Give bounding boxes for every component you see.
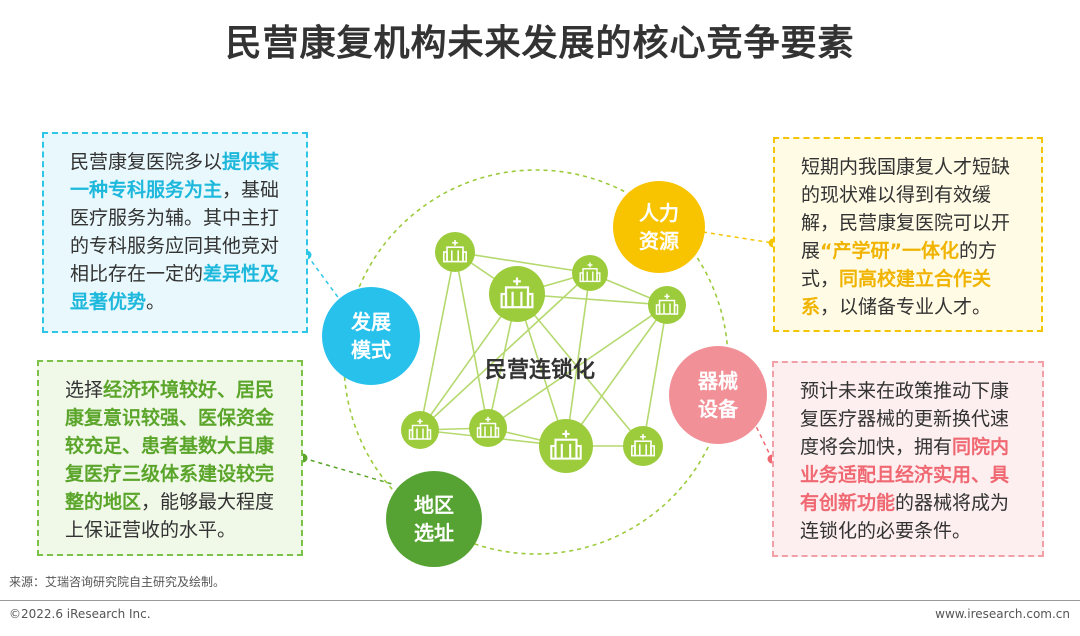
network-edges	[419, 251, 668, 447]
connector-development	[306, 254, 341, 301]
hospital-node-icon	[401, 411, 439, 449]
hospital-node-icon	[469, 409, 507, 447]
highlight-text: 同高校建立合作关系	[801, 268, 992, 318]
node-development-mode: 发展 模式	[322, 287, 420, 385]
center-label: 民营连锁化	[484, 358, 595, 383]
equipment-box: 预计未来在政策推动下康复医疗器械的更新换代速度将会加快，拥有同院内业务适配且经济…	[772, 361, 1044, 557]
hospital-node-icon	[435, 232, 475, 272]
hospital-node-icon	[623, 426, 663, 466]
highlight-text: 提供某一种专科服务为主	[70, 151, 280, 201]
node-location: 地区 选址	[386, 471, 482, 567]
hospital-node-icon	[539, 419, 593, 473]
footer-copyright: ©2022.6 iResearch Inc.	[9, 607, 151, 621]
footer-website: www.iresearch.com.cn	[935, 607, 1070, 621]
location-box: 选择经济环境较好、居民康复意识较强、医保资金较充足、患者基数大且康复医疗三级体系…	[37, 360, 303, 556]
body-text: 。	[146, 291, 166, 313]
body-text: 预计未来在政策推动下康复医疗器械的更新换代速度将会加快，拥有	[800, 380, 1010, 458]
body-text: ，基础医疗服务为辅。其中主打的专科服务应同其他竞对相比存在一定的	[70, 179, 280, 285]
node-label: 人力 资源	[639, 201, 679, 253]
human-resources-box: 短期内我国康复人才短缺的现状难以得到有效缓解，民营康复医院可以开展“产学研”一体…	[773, 137, 1043, 332]
node-equipment: 器械 设备	[669, 346, 767, 444]
page-title: 民营康复机构未来发展的核心竞争要素	[225, 23, 855, 64]
node-label: 地区 选址	[414, 493, 454, 545]
hospital-node-icon	[489, 266, 545, 322]
highlight-text: 经济环境较好、居民康复意识较强、医保资金较充足、患者基数大且康复医疗三级体系建设…	[65, 379, 275, 513]
highlight-text: 同院内业务适配且经济实用、具有创新功能	[800, 436, 1010, 514]
development-mode-box: 民营康复医院多以提供某一种专科服务为主，基础医疗服务为辅。其中主打的专科服务应同…	[42, 132, 308, 333]
body-text: ，能够最大程度上保证营收的水平。	[65, 491, 275, 541]
body-text: 短期内我国康复人才短缺的现状难以得到有效缓解，民营康复医院可以开展	[801, 156, 1011, 262]
footer-divider	[0, 600, 1080, 601]
body-text: 选择	[65, 379, 104, 401]
highlight-text: 差异性及显著优势	[70, 263, 280, 313]
network-nodes	[401, 232, 686, 473]
body-text: 民营康复医院多以	[70, 151, 223, 173]
hospital-node-icon	[572, 255, 608, 291]
node-label: 发展 模式	[351, 310, 391, 362]
body-text: 的器械将成为连锁化的必要条件。	[800, 492, 1010, 542]
connector-human	[702, 231, 774, 244]
source-note: 来源：艾瑞咨询研究院自主研究及绘制。	[9, 575, 226, 589]
highlight-text: “产学研”一体化	[820, 240, 959, 262]
node-human-resources: 人力 资源	[613, 181, 705, 273]
body-text: ，以储备专业人才。	[820, 296, 992, 318]
connector-location	[302, 457, 393, 485]
node-label: 器械 设备	[698, 369, 738, 421]
hospital-node-icon	[648, 286, 686, 324]
body-text: 的方式，	[801, 240, 998, 290]
